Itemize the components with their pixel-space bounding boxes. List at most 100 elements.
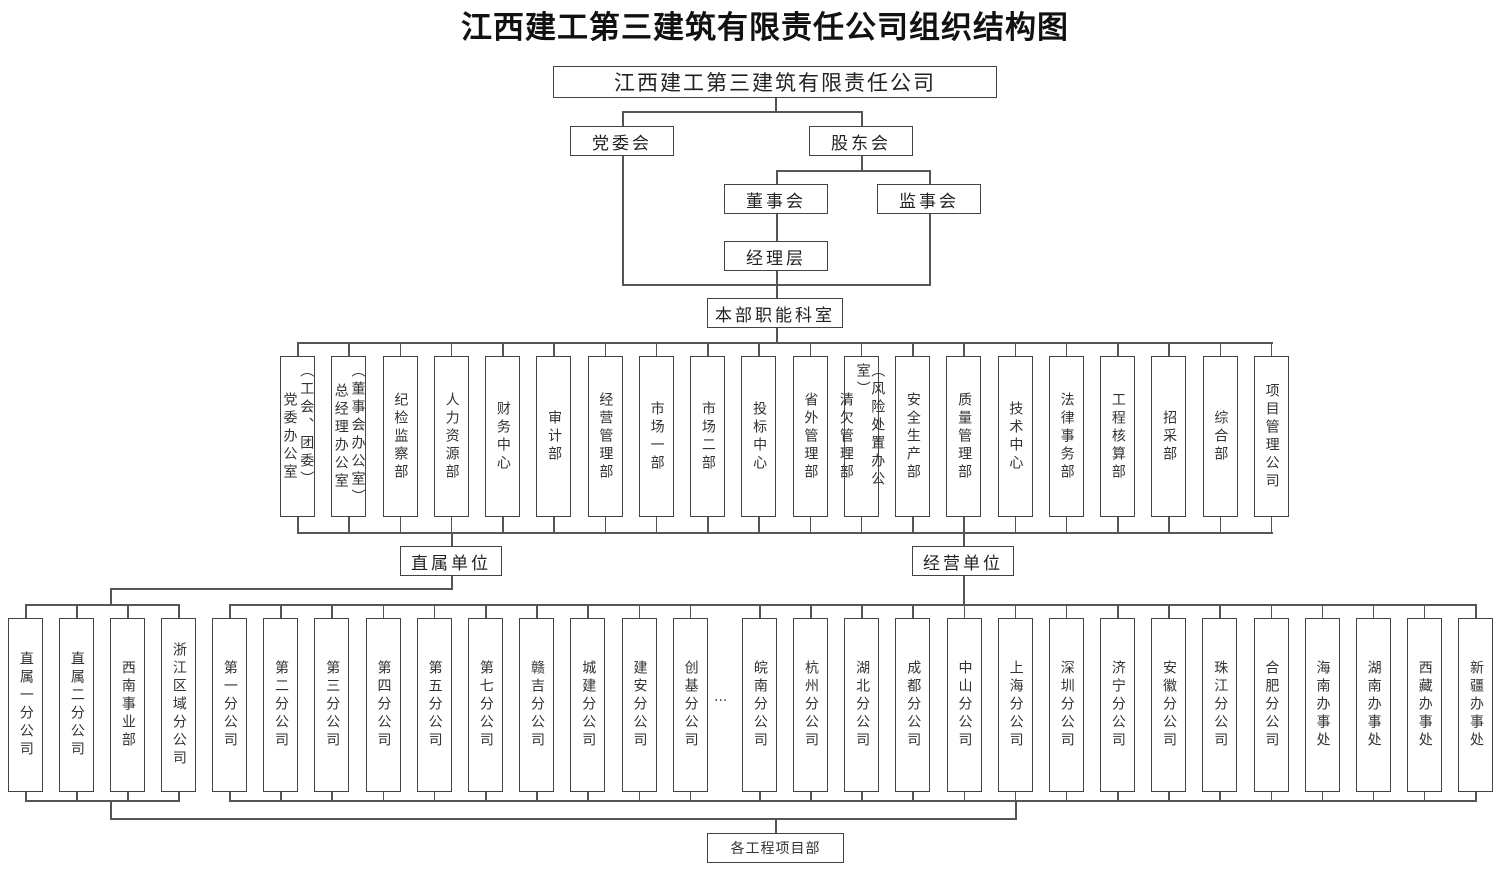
connector-line <box>1423 604 1426 618</box>
operating-unit-box[interactable]: 上海分公司 <box>997 618 1033 792</box>
connector-line <box>1014 517 1016 532</box>
connector-line <box>622 111 863 113</box>
project-departments-box[interactable]: 各工程项目部 <box>707 833 844 863</box>
operating-unit-box[interactable]: 西藏办事处 <box>1406 618 1442 792</box>
connector-line <box>638 604 641 618</box>
operating-unit-box[interactable]: 创基分公司 <box>672 618 708 792</box>
operating-unit-box-label: 西藏办事处 <box>1416 660 1433 750</box>
department-box[interactable]: 工程核算部 <box>1100 356 1135 517</box>
department-box[interactable]: 人力资源部 <box>433 356 469 517</box>
operating-unit-box[interactable]: 第一分公司 <box>212 618 247 792</box>
connector-line <box>776 328 778 342</box>
department-box[interactable]: 招采部 <box>1151 356 1187 517</box>
direct-unit-box[interactable]: 浙江区域分公司 <box>161 618 196 792</box>
shareholders-box[interactable]: 股东会 <box>809 126 913 156</box>
connector-line <box>229 792 231 800</box>
operating-unit-box[interactable]: 杭州分公司 <box>793 618 829 792</box>
connector-line <box>912 342 914 356</box>
connector-line <box>929 214 931 284</box>
department-box-label: 清欠管理部 <box>837 391 854 482</box>
company-box[interactable]: 江西建工第三建筑有限责任公司 <box>553 66 997 98</box>
connector-line <box>776 271 778 298</box>
connector-line <box>229 800 1477 802</box>
department-box[interactable]: 市场二部 <box>690 356 725 517</box>
connector-line <box>331 604 333 618</box>
department-box[interactable]: 纪检监察部 <box>382 356 418 517</box>
party-committee-box[interactable]: 党委会 <box>570 126 674 156</box>
connector-line <box>502 517 504 532</box>
operating-unit-box[interactable]: 第四分公司 <box>365 618 401 792</box>
department-box[interactable]: 省外管理部 <box>792 356 828 517</box>
connector-line <box>963 532 965 546</box>
connector-line <box>655 517 658 532</box>
department-box[interactable]: 投标中心 <box>741 356 777 517</box>
department-box[interactable]: 总经理办公室（董事会办公室） <box>331 356 367 517</box>
department-box[interactable]: 项目管理公司 <box>1253 356 1289 517</box>
operating-unit-box[interactable]: 第七分公司 <box>468 618 503 792</box>
department-box[interactable]: 党委办公室（工会、团委） <box>280 356 315 517</box>
operating-unit-box[interactable]: 深圳分公司 <box>1048 618 1084 792</box>
direct-unit-box-label: 直属二分公司 <box>68 651 85 759</box>
operating-unit-box[interactable]: 济宁分公司 <box>1100 618 1136 792</box>
connector-line <box>860 517 863 532</box>
connector-line <box>297 342 299 356</box>
direct-unit-box[interactable]: 直属一分公司 <box>8 618 43 792</box>
operating-unit-box[interactable]: 成都分公司 <box>895 618 931 792</box>
operating-unit-box[interactable]: 第二分公司 <box>263 618 299 792</box>
operating-unit-box[interactable]: 建安分公司 <box>621 618 657 792</box>
connector-line <box>861 604 863 618</box>
connector-line <box>433 604 436 618</box>
department-box-sublabel: （风险处置办公室） <box>854 363 886 489</box>
operating-unit-box[interactable]: 海南办事处 <box>1304 618 1340 792</box>
department-box-label: 总经理办公室 <box>332 382 349 491</box>
connector-line <box>451 576 453 588</box>
department-box[interactable]: 审计部 <box>536 356 572 517</box>
connector-line <box>1270 604 1272 618</box>
operating-unit-box[interactable]: 第三分公司 <box>314 618 350 792</box>
direct-unit-box[interactable]: 直属二分公司 <box>59 618 94 792</box>
department-box[interactable]: 市场一部 <box>638 356 674 517</box>
connector-line <box>758 517 760 532</box>
operating-unit-box-label: 安徽分公司 <box>1161 660 1178 750</box>
connector-line <box>1014 342 1016 356</box>
operating-unit-box[interactable]: 皖南分公司 <box>742 618 777 792</box>
operating-units-box[interactable]: 经营单位 <box>912 546 1014 576</box>
department-box[interactable]: 安全生产部 <box>895 356 930 517</box>
department-box-label: 质量管理部 <box>956 391 973 482</box>
operating-unit-box[interactable]: 珠江分公司 <box>1202 618 1238 792</box>
department-box[interactable]: 法律事务部 <box>1048 356 1084 517</box>
direct-unit-box[interactable]: 西南事业部 <box>110 618 145 792</box>
connector-line <box>587 604 589 618</box>
operating-unit-box[interactable]: 新疆办事处 <box>1458 618 1494 792</box>
operating-unit-box[interactable]: 第五分公司 <box>416 618 452 792</box>
connector-line <box>689 604 692 618</box>
direct-units-box[interactable]: 直属单位 <box>400 546 502 576</box>
hq-departments-box[interactable]: 本部职能科室 <box>707 298 843 328</box>
connector-line <box>963 576 965 604</box>
operating-unit-box[interactable]: 安徽分公司 <box>1151 618 1187 792</box>
connector-line <box>809 517 811 532</box>
department-box[interactable]: 经营管理部 <box>587 356 623 517</box>
connector-line <box>759 604 761 618</box>
operating-unit-box[interactable]: 城建分公司 <box>570 618 606 792</box>
operating-unit-box[interactable]: 中山分公司 <box>946 618 982 792</box>
operating-unit-box-label: 上海分公司 <box>1007 660 1024 750</box>
department-box[interactable]: 清欠管理部（风险处置办公室） <box>838 356 885 517</box>
board-box[interactable]: 董事会 <box>724 184 828 214</box>
connector-line <box>1475 792 1477 800</box>
connector-line <box>655 342 658 356</box>
operating-unit-box[interactable]: 湖南办事处 <box>1355 618 1391 792</box>
management-box[interactable]: 经理层 <box>724 241 828 271</box>
operating-unit-box[interactable]: 合肥分公司 <box>1253 618 1289 792</box>
department-box-label: 审计部 <box>546 409 563 464</box>
department-box[interactable]: 技术中心 <box>997 356 1033 517</box>
operating-unit-box[interactable]: 湖北分公司 <box>844 618 880 792</box>
operating-unit-box[interactable]: 赣吉分公司 <box>519 618 555 792</box>
connector-line <box>776 170 931 172</box>
department-box[interactable]: 综合部 <box>1202 356 1238 517</box>
connector-line <box>1117 604 1119 618</box>
supervisors-box[interactable]: 监事会 <box>877 184 981 214</box>
department-box[interactable]: 质量管理部 <box>946 356 982 517</box>
department-box[interactable]: 财务中心 <box>485 356 520 517</box>
connector-line <box>860 342 863 356</box>
